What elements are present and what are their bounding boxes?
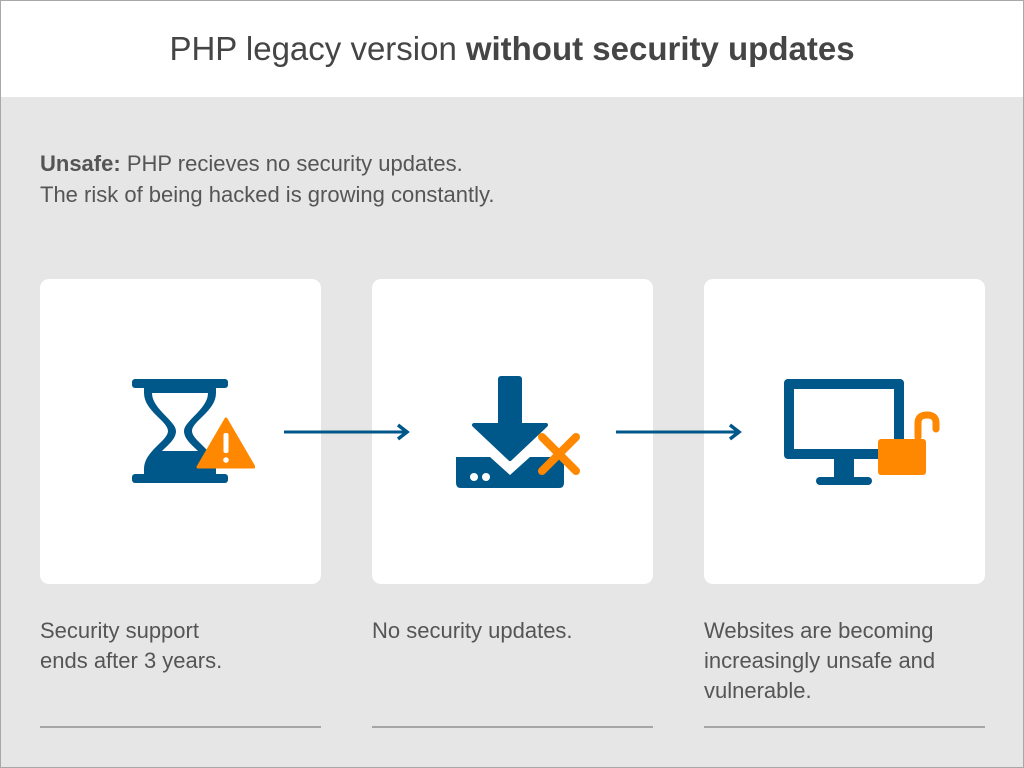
caption-support-ends: Security support ends after 3 years. (40, 616, 321, 676)
intro-line-1: Unsafe: PHP recieves no security updates… (40, 148, 495, 179)
title-light: PHP legacy version (169, 29, 457, 67)
caption-line: Websites are becoming (704, 618, 934, 643)
monitor-unlocked-icon (784, 379, 940, 485)
caption-line: vulnerable. (704, 678, 812, 703)
divider (372, 726, 653, 728)
arrow-right-icon (616, 423, 742, 441)
step-card-unsafe-websites (704, 279, 985, 584)
unsafe-label: Unsafe: (40, 151, 121, 176)
caption-line: Security support (40, 618, 199, 643)
page-header: PHP legacy version without security upda… (0, 0, 1024, 97)
caption-line: increasingly unsafe and (704, 648, 936, 673)
divider (40, 726, 321, 728)
title-bold: without security updates (465, 29, 855, 67)
caption-line: ends after 3 years. (40, 648, 223, 673)
hourglass-warning-icon (132, 379, 255, 483)
step-card-no-updates (372, 279, 653, 584)
download-blocked-icon (456, 376, 580, 488)
intro-line-1-text: PHP recieves no security updates. (126, 151, 463, 176)
caption-unsafe-websites: Websites are becoming increasingly unsaf… (704, 616, 985, 706)
step-card-support-ends (40, 279, 321, 584)
arrow-right-icon (284, 423, 410, 441)
divider (704, 726, 985, 728)
caption-no-updates: No security updates. (372, 616, 653, 646)
intro-line-2: The risk of being hacked is growing cons… (40, 182, 495, 207)
caption-line: No security updates. (372, 618, 573, 643)
intro-text: Unsafe: PHP recieves no security updates… (40, 148, 495, 210)
